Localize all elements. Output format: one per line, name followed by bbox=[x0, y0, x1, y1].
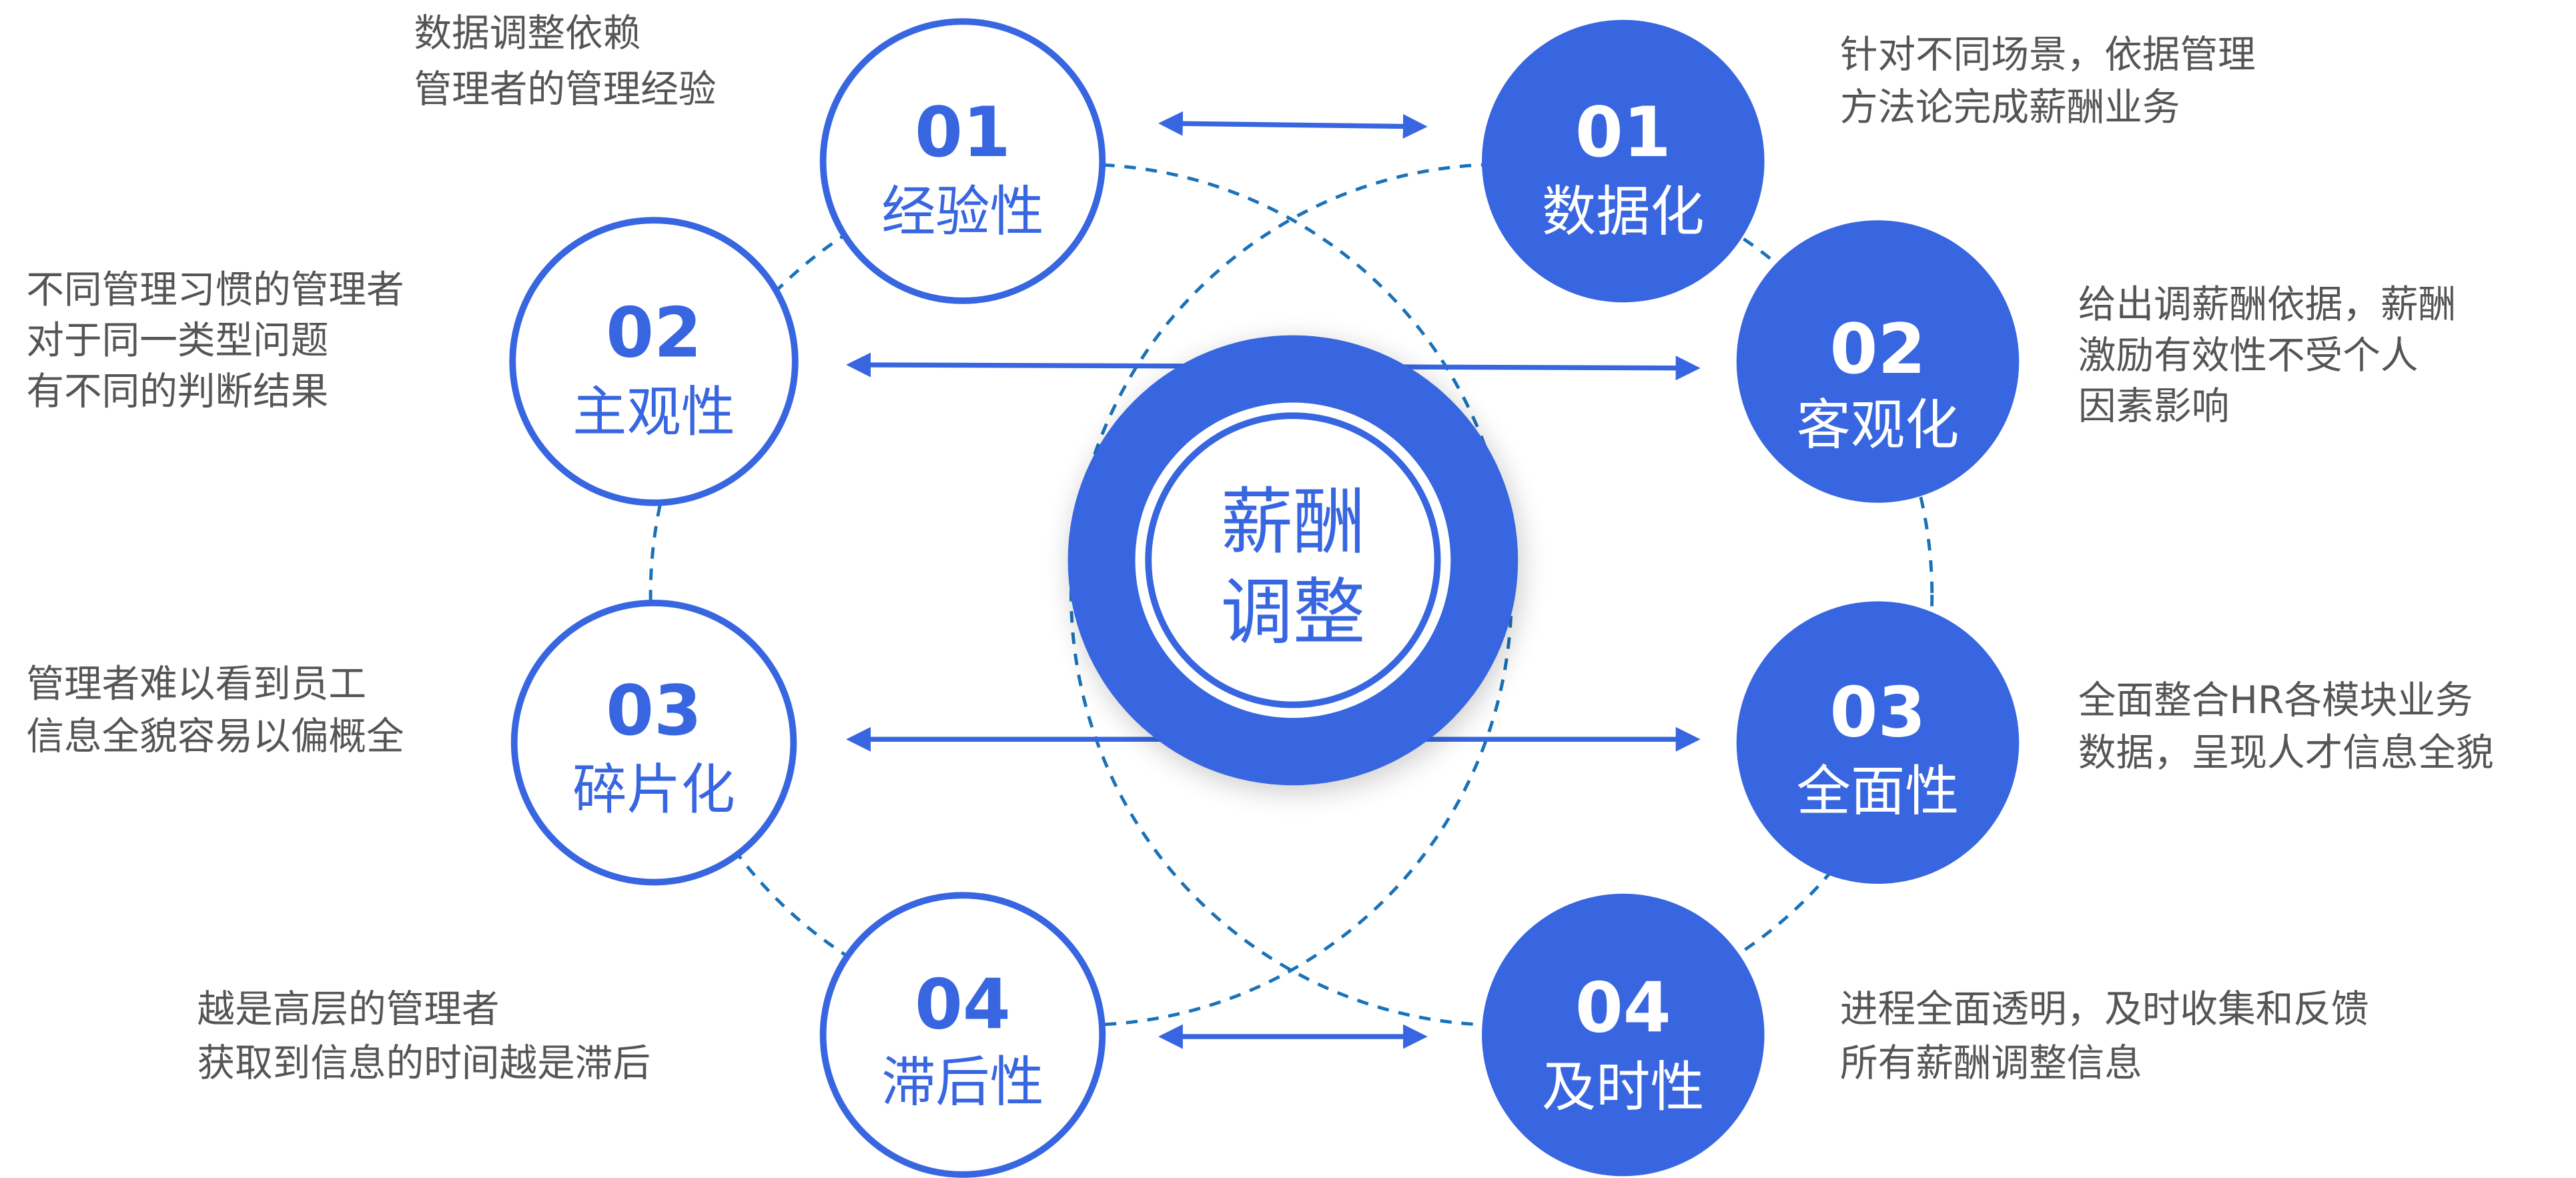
node-label: 客观化 bbox=[1797, 394, 1960, 457]
desc-line: 激励有效性不受个人 bbox=[2078, 334, 2419, 378]
desc-line: 越是高层的管理者 bbox=[197, 987, 499, 1031]
node-label: 主观性 bbox=[572, 381, 735, 444]
node-number: 01 bbox=[1575, 93, 1671, 173]
double-arrow-1 bbox=[1158, 111, 1428, 139]
desc-line: 所有薪酬调整信息 bbox=[1840, 1041, 2142, 1085]
right-node-02: 02 客观化 bbox=[1736, 220, 2020, 503]
center-title-line2: 调整 bbox=[1221, 570, 1366, 655]
node-number: 04 bbox=[915, 965, 1011, 1045]
desc-line: 管理者难以看到员工 bbox=[26, 662, 366, 706]
left-desc-03: 管理者难以看到员工 信息全貌容易以偏概全 bbox=[26, 662, 404, 758]
node-label: 碎片化 bbox=[572, 759, 735, 822]
right-desc-03: 全面整合HR各模块业务 数据，呈现人才信息全貌 bbox=[2078, 678, 2494, 775]
desc-line: 有不同的判断结果 bbox=[26, 370, 328, 414]
right-desc-04: 进程全面透明，及时收集和反馈 所有薪酬调整信息 bbox=[1840, 987, 2369, 1085]
left-node-03: 03 碎片化 bbox=[510, 600, 797, 886]
center-title-line1: 薪酬 bbox=[1221, 480, 1366, 564]
desc-line: 全面整合HR各模块业务 bbox=[2078, 678, 2473, 722]
desc-line: 因素影响 bbox=[2078, 384, 2230, 428]
node-label: 及时性 bbox=[1542, 1056, 1705, 1119]
node-number: 03 bbox=[1830, 672, 1926, 752]
center-hub: 薪酬 调整 bbox=[1067, 335, 1523, 794]
desc-line: 数据，呈现人才信息全貌 bbox=[2078, 731, 2494, 775]
desc-line: 信息全貌容易以偏概全 bbox=[26, 714, 404, 758]
right-node-04: 04 及时性 bbox=[1482, 893, 1765, 1177]
node-number: 03 bbox=[606, 671, 702, 751]
desc-line: 获取到信息的时间越是滞后 bbox=[197, 1041, 651, 1085]
right-desc-01: 针对不同场景，依据管理 方法论完成薪酬业务 bbox=[1840, 33, 2256, 129]
left-node-02: 02 主观性 bbox=[509, 217, 799, 506]
desc-line: 对于同一类型问题 bbox=[26, 319, 328, 363]
right-node-01: 01 数据化 bbox=[1482, 19, 1765, 303]
node-label: 经验性 bbox=[881, 181, 1044, 243]
left-desc-02: 不同管理习惯的管理者 对于同一类型问题 有不同的判断结果 bbox=[26, 267, 404, 414]
desc-line: 针对不同场景，依据管理 bbox=[1840, 33, 2256, 77]
right-node-03: 03 全面性 bbox=[1736, 601, 2020, 884]
left-node-04: 04 滞后性 bbox=[819, 892, 1106, 1178]
node-number: 01 bbox=[915, 93, 1011, 173]
node-label: 全面性 bbox=[1797, 760, 1960, 823]
node-label: 数据化 bbox=[1542, 181, 1705, 243]
desc-line: 数据调整依赖 bbox=[414, 11, 641, 55]
desc-line: 不同管理习惯的管理者 bbox=[26, 267, 404, 312]
left-desc-04: 越是高层的管理者 获取到信息的时间越是滞后 bbox=[197, 987, 651, 1085]
node-number: 02 bbox=[606, 293, 702, 374]
desc-line: 进程全面透明，及时收集和反馈 bbox=[1840, 987, 2369, 1031]
node-number: 02 bbox=[1830, 310, 1926, 390]
node-number: 04 bbox=[1575, 969, 1671, 1049]
desc-line: 管理者的管理经验 bbox=[414, 67, 717, 111]
right-desc-02: 给出调薪酬依据，薪酬 激励有效性不受个人 因素影响 bbox=[2078, 282, 2456, 428]
left-node-01: 01 经验性 bbox=[819, 18, 1106, 304]
node-label: 滞后性 bbox=[881, 1051, 1044, 1114]
desc-line: 方法论完成薪酬业务 bbox=[1840, 85, 2180, 129]
desc-line: 给出调薪酬依据，薪酬 bbox=[2078, 282, 2456, 326]
left-desc-01: 数据调整依赖 管理者的管理经验 bbox=[414, 11, 717, 111]
